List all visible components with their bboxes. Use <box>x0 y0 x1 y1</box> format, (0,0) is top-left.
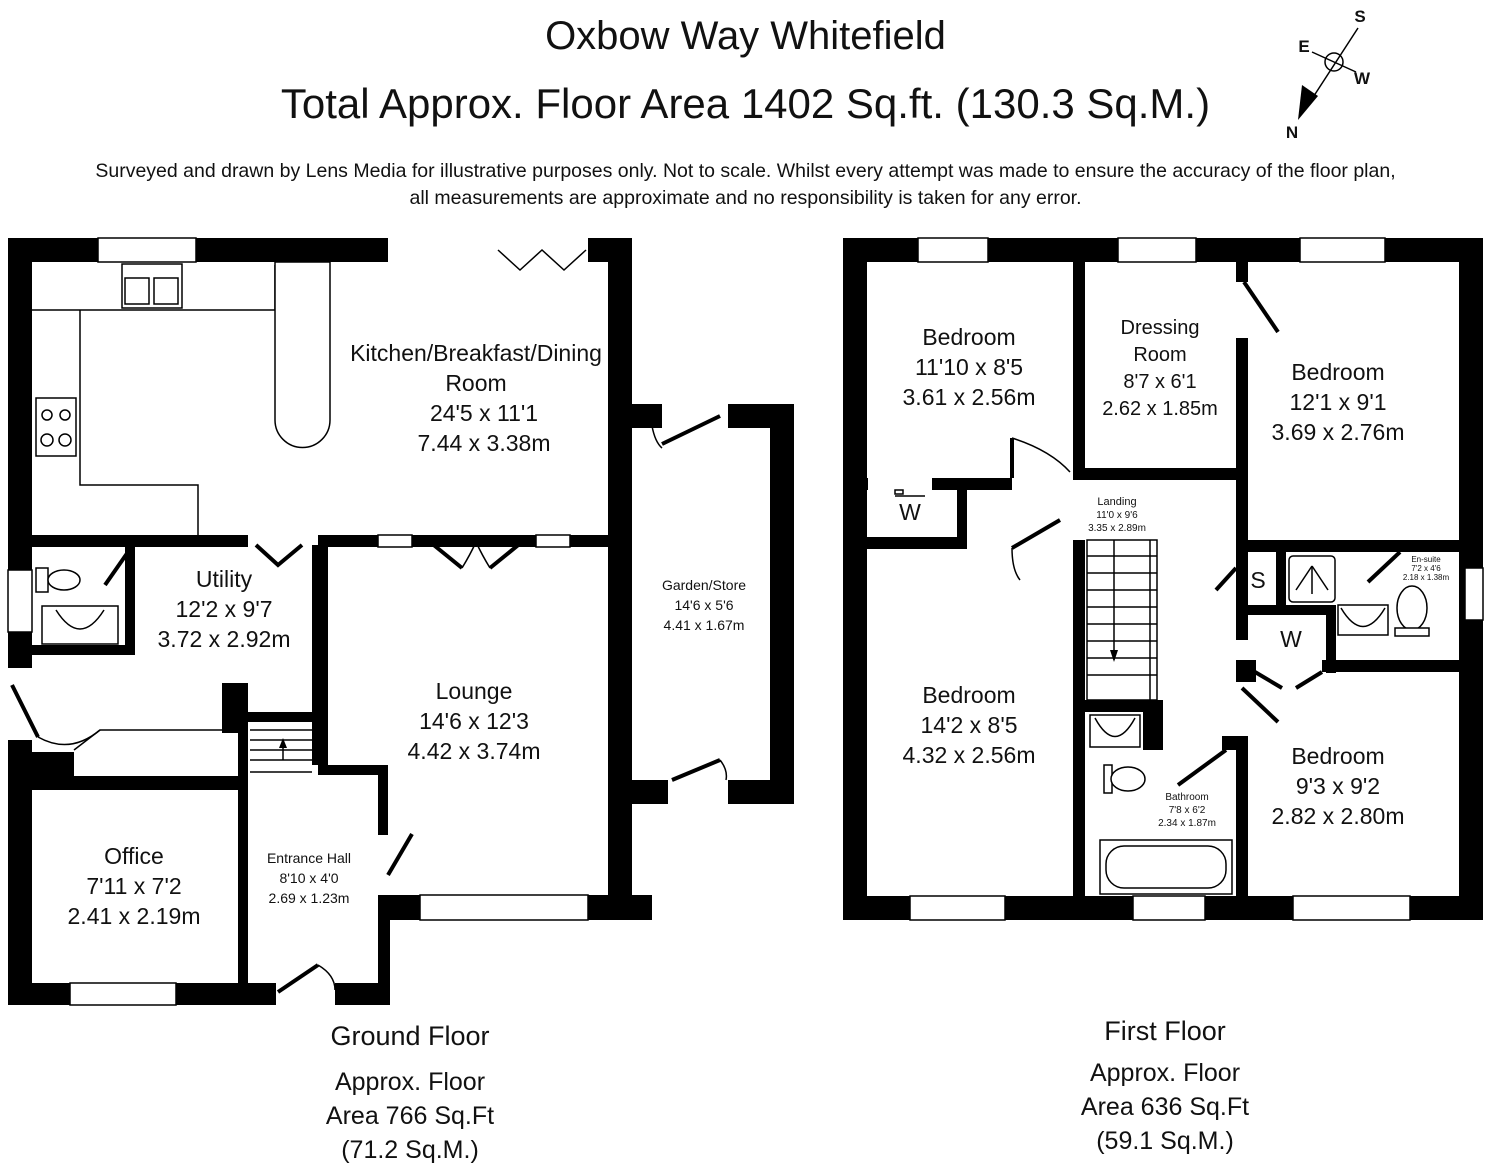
kitchen-imperial: 24'5 x 11'1 <box>430 400 538 426</box>
first-floor-area-2: Area 636 Sq.Ft <box>1081 1093 1249 1121</box>
bedroom-3-name: Bedroom <box>922 682 1015 708</box>
disclaimer-line-1: Surveyed and drawn by Lens Media for ill… <box>95 160 1396 182</box>
bathroom-imperial: 7'8 x 6'2 <box>1169 805 1206 816</box>
bathroom-metric: 2.34 x 1.87m <box>1158 818 1216 829</box>
dressing-room-name: Dressing <box>1121 317 1200 339</box>
office-imperial: 7'11 x 7'2 <box>86 873 181 899</box>
bedroom-2-metric: 3.69 x 2.76m <box>1272 419 1405 445</box>
entrance-hall-name: Entrance Hall <box>267 850 351 866</box>
bedroom-2-imperial: 12'1 x 9'1 <box>1289 389 1386 415</box>
compass-icon: S E W N <box>1286 7 1371 142</box>
kitchen-name-2: Room <box>445 370 506 396</box>
dressing-room-metric: 2.62 x 1.85m <box>1102 398 1218 420</box>
compass-s: S <box>1354 7 1365 26</box>
ground-floor-area-1: Approx. Floor <box>335 1068 485 1096</box>
first-floor-label: First Floor <box>1104 1016 1226 1046</box>
bedroom-1-metric: 3.61 x 2.56m <box>903 384 1036 410</box>
lounge-imperial: 14'6 x 12'3 <box>419 708 529 734</box>
kitchen-name: Kitchen/Breakfast/Dining <box>350 340 602 366</box>
entrance-hall-metric: 2.69 x 1.23m <box>269 890 350 906</box>
ground-floor-label: Ground Floor <box>330 1021 489 1051</box>
total-area-subtitle: Total Approx. Floor Area 1402 Sq.ft. (13… <box>280 80 1211 127</box>
ensuite-name: En-suite <box>1411 555 1441 564</box>
wardrobe-label-2: W <box>1280 626 1302 652</box>
bedroom-4-name: Bedroom <box>1291 743 1384 769</box>
first-floor-area-1: Approx. Floor <box>1090 1059 1240 1087</box>
disclaimer-line-2: all measurements are approximate and no … <box>409 187 1082 209</box>
bedroom-2-name: Bedroom <box>1291 359 1384 385</box>
ground-floor-area-3: (71.2 Sq.M.) <box>341 1136 479 1164</box>
bedroom-1-name: Bedroom <box>922 324 1015 350</box>
compass-n: N <box>1286 123 1298 142</box>
plan-title: Oxbow Way Whitefield <box>545 14 946 58</box>
utility-imperial: 12'2 x 9'7 <box>175 596 272 622</box>
dressing-room-imperial: 8'7 x 6'1 <box>1123 371 1196 393</box>
dressing-room-name-2: Room <box>1133 344 1186 366</box>
garden-store-name: Garden/Store <box>662 577 746 593</box>
garden-store-metric: 4.41 x 1.67m <box>664 617 745 633</box>
ground-floor-area-2: Area 766 Sq.Ft <box>326 1102 494 1130</box>
bedroom-4-imperial: 9'3 x 9'2 <box>1296 773 1380 799</box>
compass-w: W <box>1354 69 1371 88</box>
ensuite-imperial: 7'2 x 4'6 <box>1411 564 1441 573</box>
office-name: Office <box>104 843 164 869</box>
ground-floor-plan: Kitchen/Breakfast/Dining Room 24'5 x 11'… <box>7 237 794 1164</box>
kitchen-metric: 7.44 x 3.38m <box>418 430 551 456</box>
bathroom-name: Bathroom <box>1165 792 1208 803</box>
first-floor-area-3: (59.1 Sq.M.) <box>1096 1127 1234 1155</box>
landing-name: Landing <box>1097 496 1136 508</box>
first-floor-plan: Bedroom 11'10 x 8'5 3.61 x 2.56m Dressin… <box>843 237 1484 1155</box>
storage-label: S <box>1250 567 1265 593</box>
landing-metric: 3.35 x 2.89m <box>1088 523 1146 534</box>
lounge-name: Lounge <box>436 678 513 704</box>
garden-store-imperial: 14'6 x 5'6 <box>674 597 733 613</box>
office-metric: 2.41 x 2.19m <box>68 903 201 929</box>
ensuite-metric: 2.18 x 1.38m <box>1403 573 1450 582</box>
utility-metric: 3.72 x 2.92m <box>158 626 291 652</box>
entrance-hall-imperial: 8'10 x 4'0 <box>279 870 338 886</box>
bedroom-4-metric: 2.82 x 2.80m <box>1272 803 1405 829</box>
lounge-metric: 4.42 x 3.74m <box>408 738 541 764</box>
utility-name: Utility <box>196 566 253 592</box>
landing-imperial: 11'0 x 9'6 <box>1096 510 1138 521</box>
compass-e: E <box>1298 37 1309 56</box>
wardrobe-label: W <box>899 499 921 525</box>
bedroom-3-imperial: 14'2 x 8'5 <box>920 712 1017 738</box>
bedroom-3-metric: 4.32 x 2.56m <box>903 742 1036 768</box>
bedroom-1-imperial: 11'10 x 8'5 <box>915 354 1023 380</box>
